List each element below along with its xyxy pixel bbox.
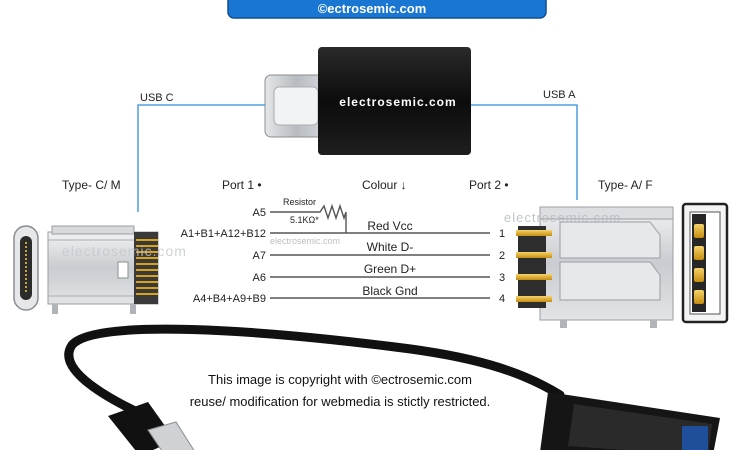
usb-a-label: USB A <box>543 89 576 101</box>
otg-adapter: electrosemic.com <box>264 47 471 155</box>
wires <box>270 211 490 299</box>
port1-pin-vcc: A1+B1+A12+B12 <box>181 228 266 240</box>
type-a-receptacle <box>516 206 674 328</box>
header-banner: ©ectrosemic.com <box>227 0 547 19</box>
port2-pin-1: 1 <box>499 228 505 240</box>
type-c-m-label: Type- C/ M <box>62 178 121 192</box>
connector-lines <box>137 104 578 212</box>
port2-header: Port 2 • <box>469 178 509 192</box>
colour-green-d-plus: Green D+ <box>364 262 416 276</box>
header-credit: ©ectrosemic.com <box>318 1 427 16</box>
type-c-front-view <box>13 225 39 311</box>
port1-header: Port 1 • <box>222 178 262 192</box>
type-a-front-view <box>681 202 729 324</box>
port2-pin-4: 4 <box>499 293 505 305</box>
watermark-left: electrosemic.com <box>62 243 187 259</box>
colour-black-gnd: Black Gnd <box>362 284 417 298</box>
resistor-value: 5.1KΩ* <box>290 215 319 225</box>
copyright-line-2: reuse/ modification for webmedia is stic… <box>190 394 491 409</box>
copyright-line-1: This image is copyright with ©ectrosemic… <box>208 372 472 387</box>
port1-pin-a6: A6 <box>253 272 266 284</box>
resistor-label: Resistor <box>283 197 316 207</box>
watermark-right: electrosemic.com <box>504 210 621 225</box>
port2-pin-3: 3 <box>499 272 505 284</box>
type-c-receptacle <box>47 225 159 314</box>
port2-pin-2: 2 <box>499 250 505 262</box>
adapter-brand: electrosemic.com <box>339 95 456 109</box>
port1-pin-a5: A5 <box>253 207 266 219</box>
type-a-f-label: Type- A/ F <box>598 178 653 192</box>
usb-c-label: USB C <box>140 92 174 104</box>
watermark-center: electrosemic.com <box>270 236 340 246</box>
port1-pin-a7: A7 <box>253 250 266 262</box>
otg-cable <box>64 324 720 450</box>
colour-header: Colour ↓ <box>362 178 407 192</box>
port1-pin-gnd: A4+B4+A9+B9 <box>193 293 266 305</box>
colour-red-vcc: Red Vcc <box>367 219 412 233</box>
resistor: Resistor 5.1KΩ* <box>283 197 347 233</box>
colour-white-d-minus: White D- <box>367 240 414 254</box>
